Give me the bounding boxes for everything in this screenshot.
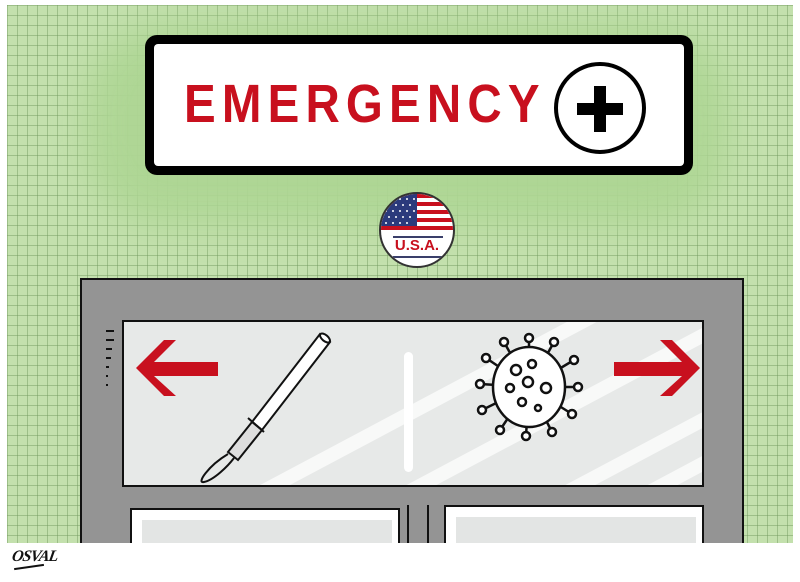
artist-signature: OSVAL <box>10 548 59 565</box>
door-lower-panel-left <box>130 508 400 543</box>
usa-badge: U.S.A. <box>379 192 455 268</box>
coronavirus-icon <box>474 332 584 442</box>
cartoon-scene: EMERGENCY U.S.A. <box>7 5 793 543</box>
emergency-sign: EMERGENCY <box>145 35 693 175</box>
badge-text: U.S.A. <box>394 237 440 254</box>
door-lower-panel-right <box>444 505 704 543</box>
plus-circle-icon <box>554 62 646 154</box>
arrow-left-icon <box>136 340 218 396</box>
door-marks <box>106 330 116 393</box>
us-flag-icon <box>381 194 453 234</box>
door-window-panel <box>122 320 704 487</box>
hospital-door <box>80 278 744 543</box>
window-divider <box>404 352 413 472</box>
emergency-sign-text: EMERGENCY <box>184 74 546 134</box>
police-baton-icon <box>200 332 332 484</box>
arrow-right-icon <box>614 340 700 396</box>
